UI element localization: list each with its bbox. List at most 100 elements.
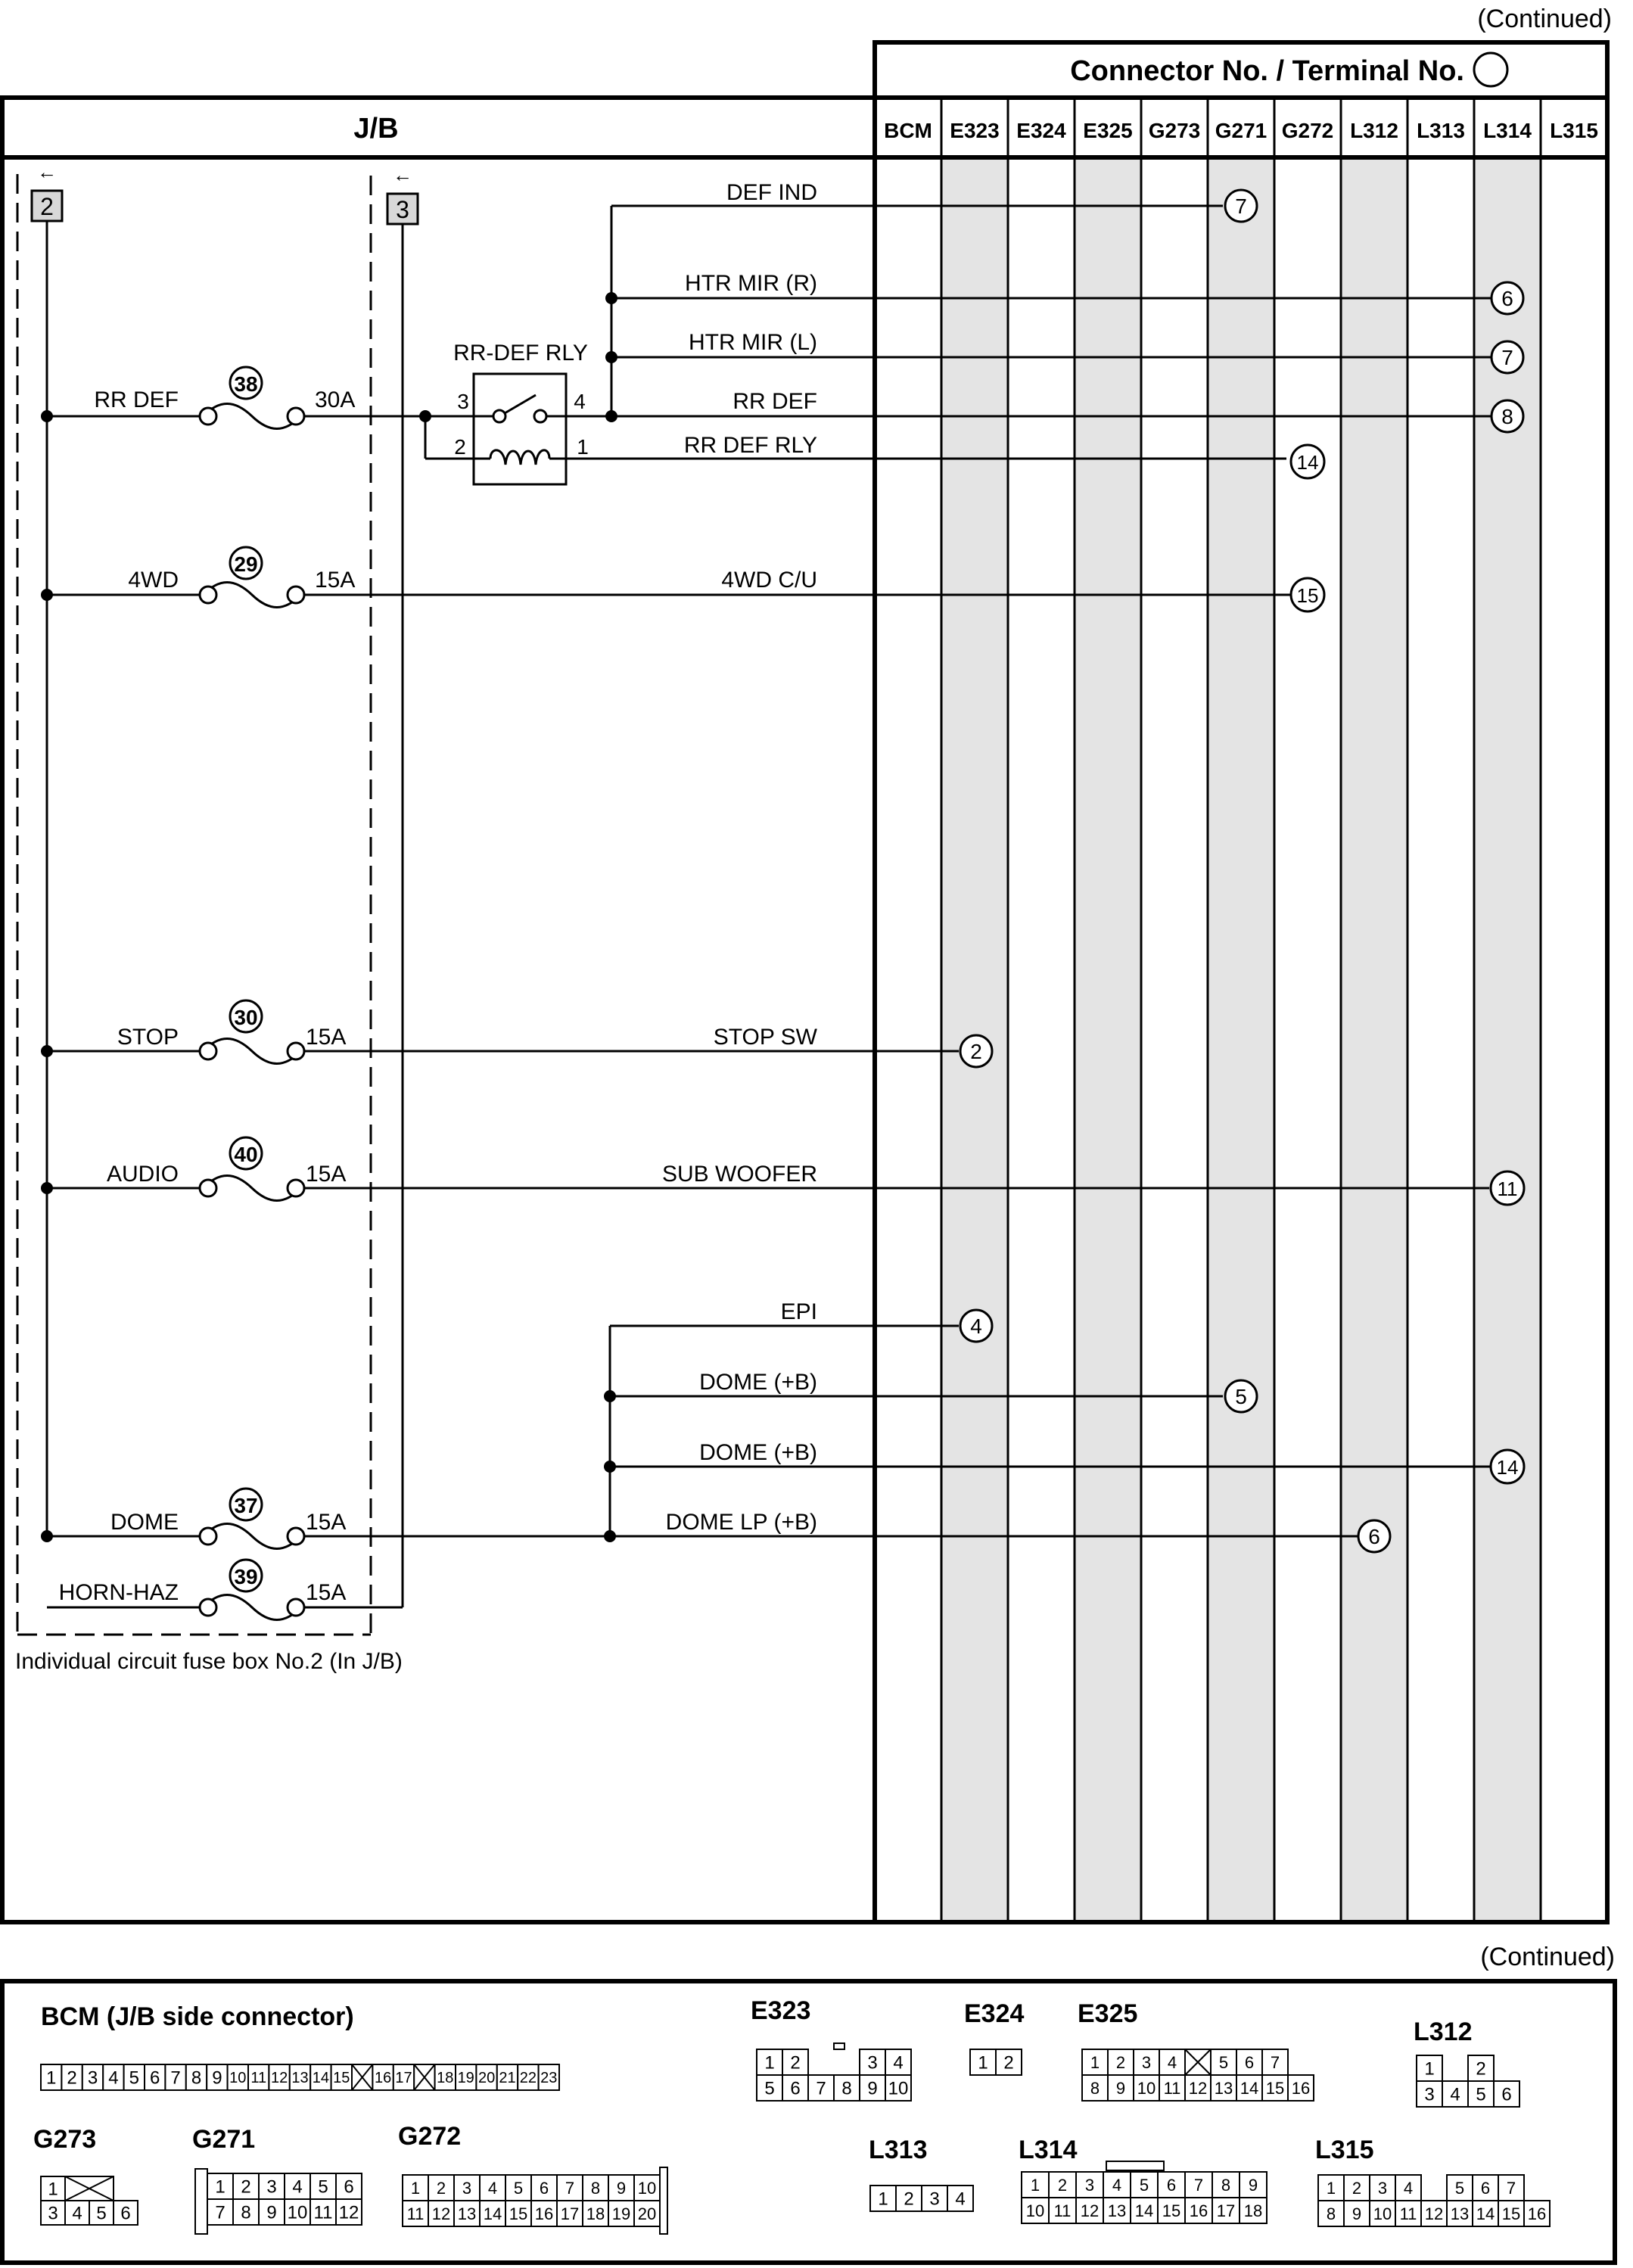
fuse-amp: 15A — [306, 1510, 346, 1535]
pin-number: 3 — [88, 2068, 98, 2089]
connector-panel — [0, 1979, 1617, 2265]
pin-number: 6 — [150, 2068, 160, 2089]
pin-number: 14 — [313, 2070, 329, 2086]
connector-pin — [113, 2200, 138, 2226]
pin-number: 16 — [1528, 2204, 1546, 2223]
column-shading — [941, 157, 1541, 1922]
pin-number: 12 — [1425, 2204, 1443, 2223]
column-headers: BCM E323 E324 E325 G273 G271 G272 L312 L… — [884, 119, 1598, 142]
connector-pin — [455, 2064, 477, 2091]
pin-number: 22 — [520, 2070, 537, 2086]
pin-number: 16 — [1190, 2201, 1208, 2220]
connector-pin — [1498, 2200, 1525, 2227]
connector-pin — [284, 2198, 311, 2226]
connector-pin — [335, 2198, 362, 2226]
connector-pin — [309, 2198, 337, 2226]
connector-pin — [144, 2064, 166, 2091]
signal-label: DOME (+B) — [699, 1440, 817, 1465]
signal-label: SUB WOOFER — [662, 1162, 817, 1187]
connector-pin — [1467, 2055, 1495, 2082]
connector-pin — [1287, 2074, 1314, 2102]
pin-number: 3 — [1378, 2179, 1387, 2198]
connector-pin — [869, 2185, 897, 2212]
connector-pin — [1130, 2171, 1159, 2198]
pin-number: 1 — [1090, 2053, 1100, 2072]
signal-label: RR DEF RLY — [684, 433, 817, 458]
connector-pin — [505, 2200, 532, 2227]
pin-number: 8 — [1090, 2079, 1100, 2098]
connector-pin — [995, 2049, 1022, 2076]
connector-pin — [226, 2064, 250, 2091]
terminal-number: 6 — [1368, 1525, 1380, 1548]
pin-number: 7 — [215, 2203, 225, 2223]
pin-number: 4 — [108, 2068, 118, 2089]
pin-number: 11 — [1164, 2079, 1181, 2098]
pin-number: 14 — [1240, 2079, 1258, 2098]
connector-pin — [1442, 2080, 1469, 2108]
fuse-number: 29 — [234, 552, 257, 576]
pin-number: 5 — [318, 2177, 328, 2198]
pin-number: 7 — [1507, 2179, 1516, 2198]
connector-pin — [782, 2049, 809, 2076]
pin-number: 15 — [1502, 2204, 1520, 2223]
pin-number: 14 — [484, 2204, 502, 2223]
pin-number: 21 — [499, 2070, 515, 2086]
pin-number: 12 — [432, 2204, 450, 2223]
connector-pin — [1021, 2197, 1050, 2224]
connector-title-g273: G273 — [33, 2125, 96, 2154]
pin-number: 8 — [241, 2203, 250, 2223]
bus-indicator-left: ← 2 — [30, 160, 64, 222]
signal-label: DOME (+B) — [699, 1370, 817, 1395]
pin-number: 3 — [1142, 2053, 1151, 2072]
terminal-number: 4 — [970, 1314, 982, 1338]
pin-number: 12 — [1189, 2079, 1207, 2098]
blank-pin-mark — [413, 2064, 436, 2091]
pin-number: 6 — [1501, 2085, 1511, 2105]
relay-pin: 2 — [454, 435, 466, 459]
blank-pin-mark — [351, 2064, 374, 2091]
relay-pin: 4 — [574, 390, 586, 413]
pin-number: 20 — [638, 2204, 656, 2223]
connector-title-l313: L313 — [869, 2136, 928, 2164]
connector-pin — [1343, 2200, 1370, 2227]
pin-number: 9 — [867, 2079, 877, 2099]
pin-number: 4 — [955, 2189, 965, 2210]
pin-number: 11 — [1400, 2204, 1417, 2223]
pin-number: 11 — [1054, 2201, 1072, 2220]
column-header: E325 — [1083, 119, 1132, 142]
pin-number: 5 — [1219, 2053, 1228, 2072]
terminal-number: 2 — [970, 1040, 982, 1063]
pin-number: 9 — [1249, 2176, 1258, 2195]
signal-label: RR DEF — [733, 389, 817, 414]
pin-number: 8 — [841, 2079, 851, 2099]
connector-pin — [633, 2174, 661, 2201]
connector-pin — [1133, 2074, 1160, 2102]
pin-number: 14 — [1135, 2201, 1153, 2220]
column-header: E323 — [950, 119, 999, 142]
connector-pin — [392, 2064, 415, 2091]
column-header: G272 — [1282, 119, 1334, 142]
pin-number: 1 — [1031, 2176, 1040, 2195]
connector-pin — [206, 2064, 229, 2091]
connector-pin — [517, 2064, 540, 2091]
connector-pin — [582, 2200, 609, 2227]
connector-pin — [1446, 2200, 1473, 2227]
connector-pin — [1212, 2171, 1240, 2198]
pin-number: 13 — [291, 2070, 308, 2086]
fuse-amp: 15A — [315, 568, 355, 593]
connector-pin — [258, 2198, 285, 2226]
pin-number: 2 — [904, 2189, 913, 2210]
svg-text:←: ← — [393, 163, 412, 186]
pin-number: 2 — [1003, 2053, 1013, 2074]
fuse-name: 4WD — [128, 568, 179, 593]
terminal-circles: 7 6 7 8 14 15 2 11 4 5 14 6 — [959, 188, 1526, 1554]
pin-number: 7 — [1271, 2053, 1280, 2072]
blank-pin-mark — [1184, 2049, 1212, 2076]
column-header: L312 — [1350, 119, 1398, 142]
connector-pin — [885, 2074, 912, 2102]
column-header: L314 — [1483, 119, 1532, 142]
pin-number: 12 — [1081, 2201, 1099, 2220]
pin-number: 3 — [929, 2189, 939, 2210]
connector-pin — [40, 2064, 63, 2091]
